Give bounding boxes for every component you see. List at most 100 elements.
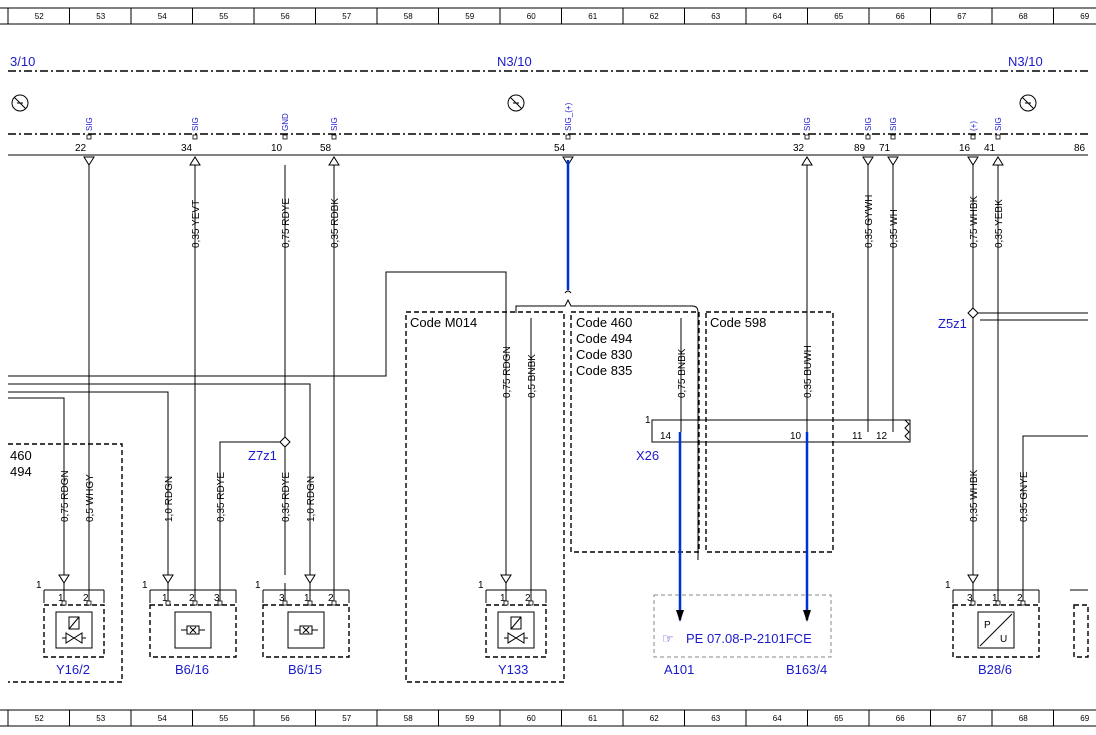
pin-number: 34 bbox=[181, 143, 193, 154]
arrow-down-icon bbox=[58, 574, 70, 584]
wire-label: 0,35 RDBK bbox=[330, 198, 341, 248]
pin-signal: GND bbox=[281, 113, 290, 131]
ruler-number: 67 bbox=[957, 714, 966, 723]
component-pin: 1 bbox=[304, 593, 310, 604]
transistor-icon bbox=[11, 94, 29, 112]
ruler-number: 65 bbox=[834, 714, 843, 723]
ruler-number: 69 bbox=[1080, 714, 1089, 723]
ruler-number: 54 bbox=[158, 714, 167, 723]
pin-signal: SIG bbox=[85, 117, 94, 131]
wire-label: 0,75 RDGN bbox=[60, 470, 71, 522]
component-pin: 2 bbox=[83, 593, 89, 604]
connector-label[interactable]: X26 bbox=[636, 448, 659, 463]
component-pin: 1 bbox=[992, 593, 998, 604]
pressure-symbol: P bbox=[984, 620, 991, 631]
ruler-number: 68 bbox=[1019, 12, 1028, 21]
reference-link[interactable]: PE 07.08-P-2101FCE bbox=[686, 631, 812, 646]
module-label-right: N3/10 bbox=[1008, 54, 1043, 69]
arrow-up-icon bbox=[189, 156, 201, 166]
pin-number: 54 bbox=[554, 143, 566, 154]
arrow-down-icon bbox=[162, 574, 174, 584]
pin-number: 16 bbox=[959, 143, 971, 154]
wire-label: 0,75 RDGN bbox=[502, 346, 513, 398]
component-pin: 3 bbox=[967, 593, 973, 604]
splice-label-z5z1[interactable]: Z5z1 bbox=[938, 316, 967, 331]
arrow-up-icon bbox=[328, 156, 340, 166]
splice-z5z1: Z5z1 bbox=[938, 307, 1088, 597]
ruler-number: 56 bbox=[281, 12, 290, 21]
module-wires bbox=[88, 160, 999, 597]
pin-signal: SIG bbox=[330, 117, 339, 131]
pin-terminal bbox=[565, 134, 571, 140]
arrow-down-icon bbox=[967, 156, 979, 166]
module-label-left[interactable]: 3/10 bbox=[10, 54, 35, 69]
pin-number: 71 bbox=[879, 143, 891, 154]
pin-number: 58 bbox=[320, 143, 332, 154]
pin-terminal bbox=[970, 134, 976, 140]
pin-one-marker: 1 bbox=[478, 580, 484, 591]
arrow-up-icon bbox=[801, 156, 813, 166]
arrow-down-icon bbox=[83, 156, 95, 166]
ruler-number: 55 bbox=[219, 714, 228, 723]
arrow-up-icon bbox=[992, 156, 1004, 166]
wire-label: 0,35 GYWH bbox=[864, 195, 875, 248]
splice-label-z7z1[interactable]: Z7z1 bbox=[248, 448, 277, 463]
pin-signal: SIG bbox=[889, 117, 898, 131]
component-pin: 1 bbox=[58, 593, 64, 604]
reference-left-label[interactable]: A101 bbox=[664, 662, 694, 677]
module-label-center[interactable]: N3/10 bbox=[497, 54, 532, 69]
ruler-number: 63 bbox=[711, 714, 720, 723]
arrow-down-icon bbox=[887, 156, 899, 166]
pin-signal: (+) bbox=[969, 121, 978, 131]
component-label[interactable]: B6/15 bbox=[288, 662, 322, 677]
sensor-icon bbox=[181, 625, 205, 635]
component-pin: 1 bbox=[500, 593, 506, 604]
pin-number: 86 bbox=[1074, 143, 1086, 154]
pin-signal: SIG bbox=[864, 117, 873, 131]
transistor-icon bbox=[507, 94, 525, 112]
pin-number: 89 bbox=[854, 143, 866, 154]
sensor-icon bbox=[294, 625, 318, 635]
reference-right-label[interactable]: B163/4 bbox=[786, 662, 827, 677]
arrow-down-icon bbox=[862, 156, 874, 166]
ruler-number: 59 bbox=[465, 714, 474, 723]
code-box-left: 460 494 bbox=[8, 443, 123, 683]
code-box-group: Code 460 Code 494 Code 830 Code 835 bbox=[570, 311, 700, 553]
code-label-m014: Code M014 bbox=[410, 315, 477, 330]
component-label[interactable]: B28/6 bbox=[978, 662, 1012, 677]
wire-label: 0,75 BNBK bbox=[677, 348, 688, 398]
ruler-number: 66 bbox=[896, 714, 905, 723]
connector-pin: 11 bbox=[852, 431, 863, 442]
component-pin: 2 bbox=[1017, 593, 1023, 604]
component-pin: 2 bbox=[189, 593, 195, 604]
pin-one-marker: 1 bbox=[142, 580, 148, 591]
wire-label: 0,75 RDYE bbox=[281, 198, 292, 248]
ruler-number: 68 bbox=[1019, 714, 1028, 723]
ruler-number: 58 bbox=[404, 12, 413, 21]
arrow-down-icon bbox=[500, 574, 512, 584]
pin-one-marker: 1 bbox=[945, 580, 951, 591]
ruler-number: 63 bbox=[711, 12, 720, 21]
ruler-number: 60 bbox=[527, 714, 536, 723]
wire-label: 0,5 WHGY bbox=[85, 474, 96, 522]
component-label[interactable]: B6/16 bbox=[175, 662, 209, 677]
ruler-number: 53 bbox=[96, 714, 105, 723]
connector-pin: 12 bbox=[876, 431, 888, 442]
connector-x26: 1 14 10 11 12 X26 bbox=[636, 415, 911, 622]
arrow-down-icon bbox=[967, 574, 979, 584]
code-line: Code 460 bbox=[576, 315, 632, 330]
component-label[interactable]: Y16/2 bbox=[56, 662, 90, 677]
code-line: Code 830 bbox=[576, 347, 632, 362]
ruler-number: 62 bbox=[650, 12, 659, 21]
component-label[interactable]: Y133 bbox=[498, 662, 528, 677]
code-line: Code 494 bbox=[576, 331, 632, 346]
pin-signal: SIG_(+) bbox=[564, 102, 573, 131]
